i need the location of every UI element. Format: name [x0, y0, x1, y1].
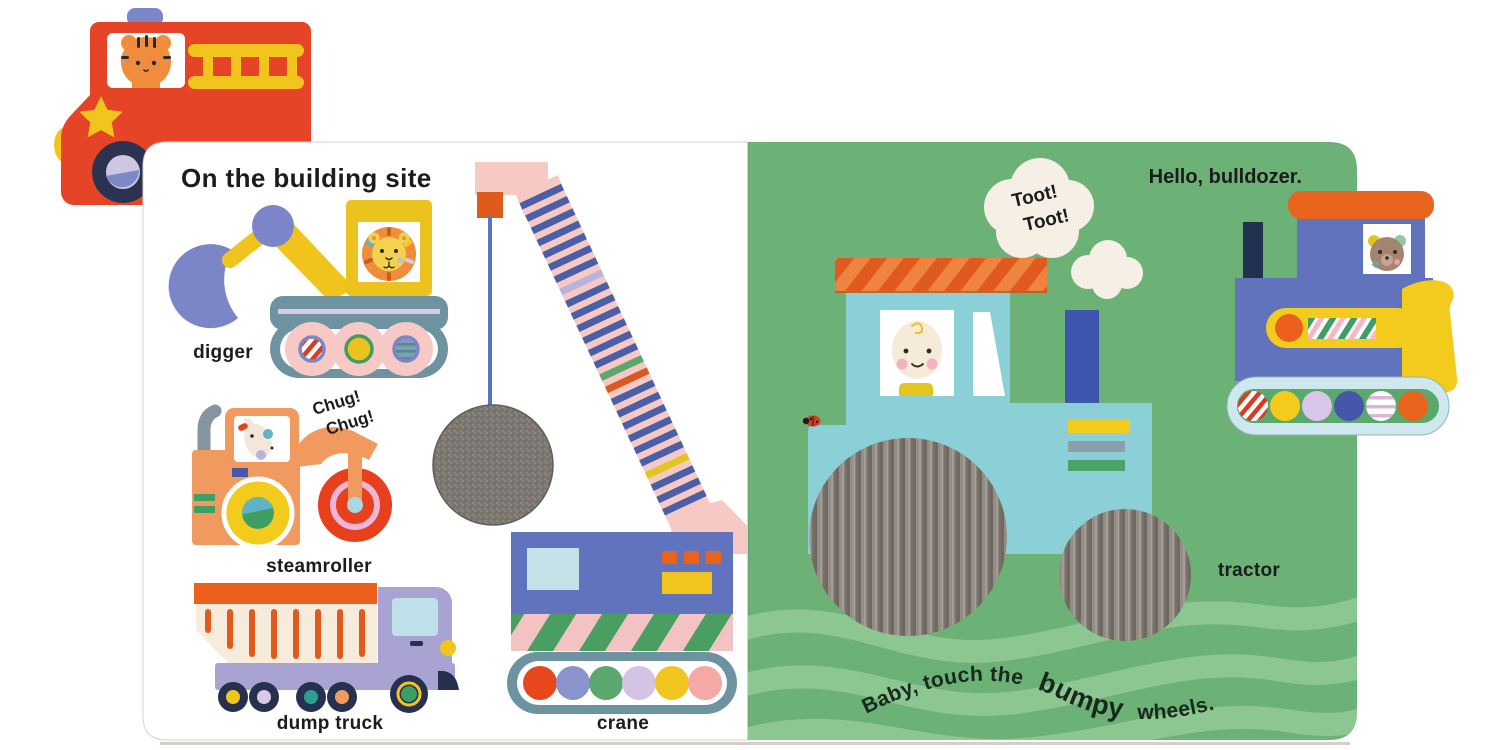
left-page-art: [168, 162, 748, 714]
digger-track: [270, 320, 448, 378]
ladybug: [802, 415, 821, 427]
crane-illustration: [432, 162, 748, 714]
fire-truck-star: [79, 96, 123, 138]
tractor-side-window: [973, 312, 1005, 396]
tractor-label: tractor: [1218, 560, 1281, 581]
crane-label: crane: [597, 713, 649, 734]
tractor-roof-beam: [835, 258, 1047, 291]
digger-illustration: [168, 200, 448, 378]
dump-truck-wheels: [218, 675, 428, 713]
bulldozer-blade: [1402, 280, 1458, 394]
tractor-exhaust: [1065, 310, 1099, 405]
lion-driver: [362, 227, 416, 281]
steamroller-chimney: [197, 404, 222, 459]
crane-striped-band: [511, 614, 733, 651]
steamroller-illustration: [192, 404, 396, 550]
bulldozer-arm: [1266, 308, 1418, 348]
fire-truck-beacon-light: [127, 8, 163, 26]
dump-truck-illustration: [194, 583, 459, 713]
dump-truck-bed-slats: [205, 609, 365, 659]
steamroller-roller: [314, 442, 396, 546]
crane-window: [527, 548, 579, 590]
bulldozer-exhaust: [1243, 222, 1263, 282]
bulldozer-track: [1226, 376, 1450, 436]
tractor-big-wheel-bumpy-texture: [809, 438, 1007, 636]
wrecking-ball-fabric-texture: [432, 404, 554, 526]
dump-truck-bumper: [438, 670, 459, 690]
digger-arm-joint: [252, 205, 294, 247]
book-bottom-edge: [160, 742, 1350, 745]
steamroller-label: steamroller: [266, 556, 372, 577]
digger-bucket: [168, 244, 238, 329]
tiger-driver: [121, 35, 171, 88]
fire-truck-wheel: [92, 141, 154, 203]
bulldozer-tab: [1226, 191, 1458, 436]
crane-track: [507, 652, 737, 714]
horse-driver: [238, 417, 274, 460]
steamroller-arm: [289, 427, 378, 468]
page-title: On the building site: [181, 163, 432, 193]
dump-truck-headlight: [440, 640, 456, 656]
digger-label: digger: [193, 342, 253, 363]
grass-waves: [748, 597, 1357, 740]
bulldozer-roof: [1288, 191, 1434, 219]
dump-truck-bed: [196, 585, 377, 665]
dump-truck-window: [392, 598, 438, 636]
tractor-illustration: [802, 258, 1191, 641]
right-page-art: [748, 158, 1357, 740]
steam-clouds: [984, 158, 1143, 299]
bear-driver: [1368, 235, 1406, 271]
tractor-small-wheel-bumpy-texture: [1059, 509, 1191, 641]
steamroller-rear-wheel: [221, 476, 295, 550]
crane-pulley-block: [477, 192, 503, 218]
greeting-text: Hello, bulldozer.: [1149, 166, 1302, 188]
fire-truck-ladder: [188, 44, 304, 89]
dump-truck-label: dump truck: [277, 713, 384, 734]
baby-driver: [892, 321, 942, 396]
